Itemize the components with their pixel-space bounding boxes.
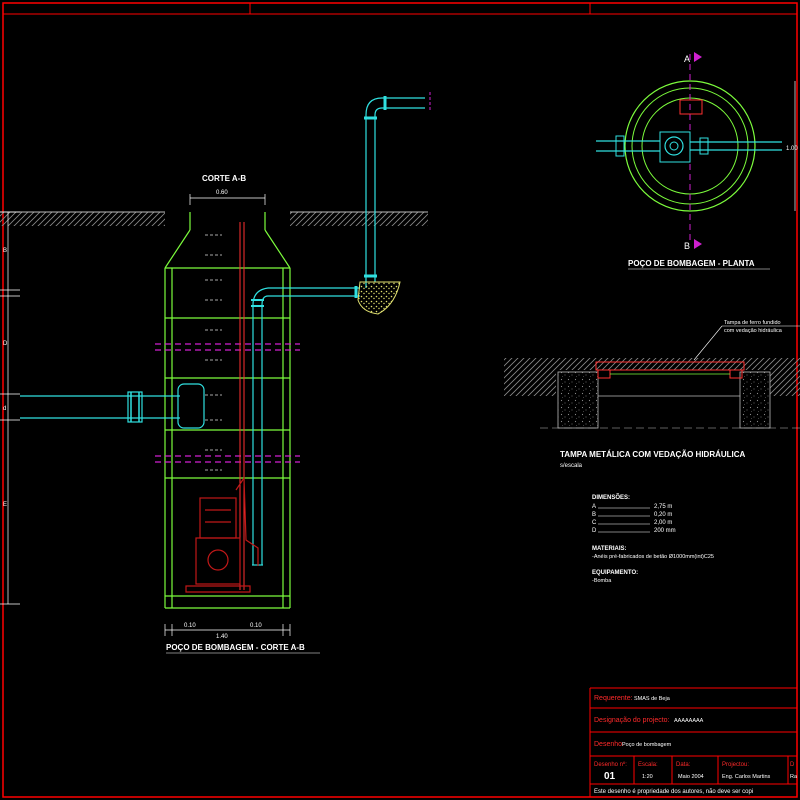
materials-heading: MATERIAIS:: [592, 546, 627, 552]
cover-note-line2: com vedação hidráulica: [724, 328, 783, 334]
dimensions-heading: DIMENSÕES:: [592, 494, 630, 501]
cover-note-line1: Tampa de ferro fundido: [724, 320, 781, 326]
riser-valve-marks: [251, 299, 264, 307]
data-label: Data:: [676, 762, 691, 768]
external-pipe: [365, 97, 425, 288]
plan-dim: 1.00: [786, 146, 798, 152]
level-mark-b: B: [3, 248, 7, 254]
ring-joint-bands: [155, 343, 300, 463]
external-pipe-couplings: [354, 96, 387, 298]
top-width-dimension: [189, 194, 266, 205]
bottom-dimension-line: [164, 624, 291, 636]
equipment-line: -Bomba: [592, 578, 612, 584]
data-value: Maio 2004: [678, 774, 704, 780]
equipment-heading: EQUIPAMENTO:: [592, 570, 638, 576]
cover-title: TAMPA METÁLICA COM VEDAÇÃO HIDRÁULICA: [560, 450, 746, 459]
plan-view: [596, 54, 782, 240]
escala-label: Escala:: [638, 762, 658, 768]
dim-center: 1.40: [216, 634, 228, 640]
dim-left: 0.10: [184, 623, 196, 629]
extra-label: D: [790, 762, 795, 768]
dimension-value-a: 2,75 m: [654, 504, 672, 510]
top-width-value: 0.60: [216, 190, 228, 196]
submersible-pump: [185, 476, 259, 593]
cover-subtitle: s/escala: [560, 463, 583, 469]
level-dimension-line: [0, 211, 20, 605]
dimension-value-d: 200 mm: [654, 528, 676, 534]
cut-label: CORTE A-B: [202, 174, 246, 183]
plan-arrow-b: [694, 239, 702, 249]
dimension-key-d: D: [592, 528, 597, 534]
plan-arrow-a: [694, 52, 702, 62]
dimensions-list: [598, 507, 650, 533]
dimension-key-a: A: [592, 504, 596, 510]
desenho-label: Desenho:: [594, 741, 624, 748]
inlet-pipe: [20, 383, 205, 429]
cover-detail: [504, 325, 800, 429]
num-label: Desenho nº:: [594, 761, 627, 768]
level-mark-d: D: [3, 341, 8, 347]
guide-rail: [239, 222, 245, 590]
designacao-label: Designação do projecto:: [594, 717, 670, 724]
escala-value: 1:20: [642, 774, 653, 780]
desenho-value: Poço de bombagem: [622, 742, 672, 748]
projectou-label: Projectou:: [722, 762, 749, 768]
projectou-value: Eng. Carlos Martins: [722, 774, 771, 780]
dimension-value-b: 0,20 m: [654, 512, 672, 518]
level-mark-small-d: d: [3, 406, 6, 412]
materials-line: -Anéis pré-fabricados de betão Ø1000mm(i…: [592, 554, 714, 560]
title-block-grid: [589, 687, 797, 797]
well-structure: [164, 212, 291, 609]
level-mark-e: E: [3, 502, 7, 508]
ground-hatch: [0, 211, 428, 226]
riser-pipe: [252, 287, 360, 566]
requerente-value: SMAS de Beja: [634, 696, 671, 702]
ladder-rungs: [205, 234, 222, 471]
footer-note: Este desenho é propriedade dos autores, …: [594, 789, 753, 795]
plan-title: POÇO DE BOMBAGEM - PLANTA: [628, 259, 755, 268]
section-title: POÇO DE BOMBAGEM - CORTE A-B: [166, 643, 305, 652]
dimension-value-c: 2,00 m: [654, 520, 672, 526]
plan-marker-a: A: [684, 54, 690, 64]
plan-marker-b: B: [684, 241, 690, 251]
designacao-value: AAAAAAAA: [674, 718, 704, 724]
dimension-key-c: C: [592, 520, 597, 526]
dim-right: 0.10: [250, 623, 262, 629]
extra-value: Ra: [790, 774, 798, 780]
inlet-pipe-flange: [130, 392, 140, 422]
dimension-key-b: B: [592, 512, 596, 518]
thrust-block: [357, 281, 401, 315]
requerente-label: Requerente:: [594, 695, 633, 702]
num-value: 01: [604, 771, 616, 782]
